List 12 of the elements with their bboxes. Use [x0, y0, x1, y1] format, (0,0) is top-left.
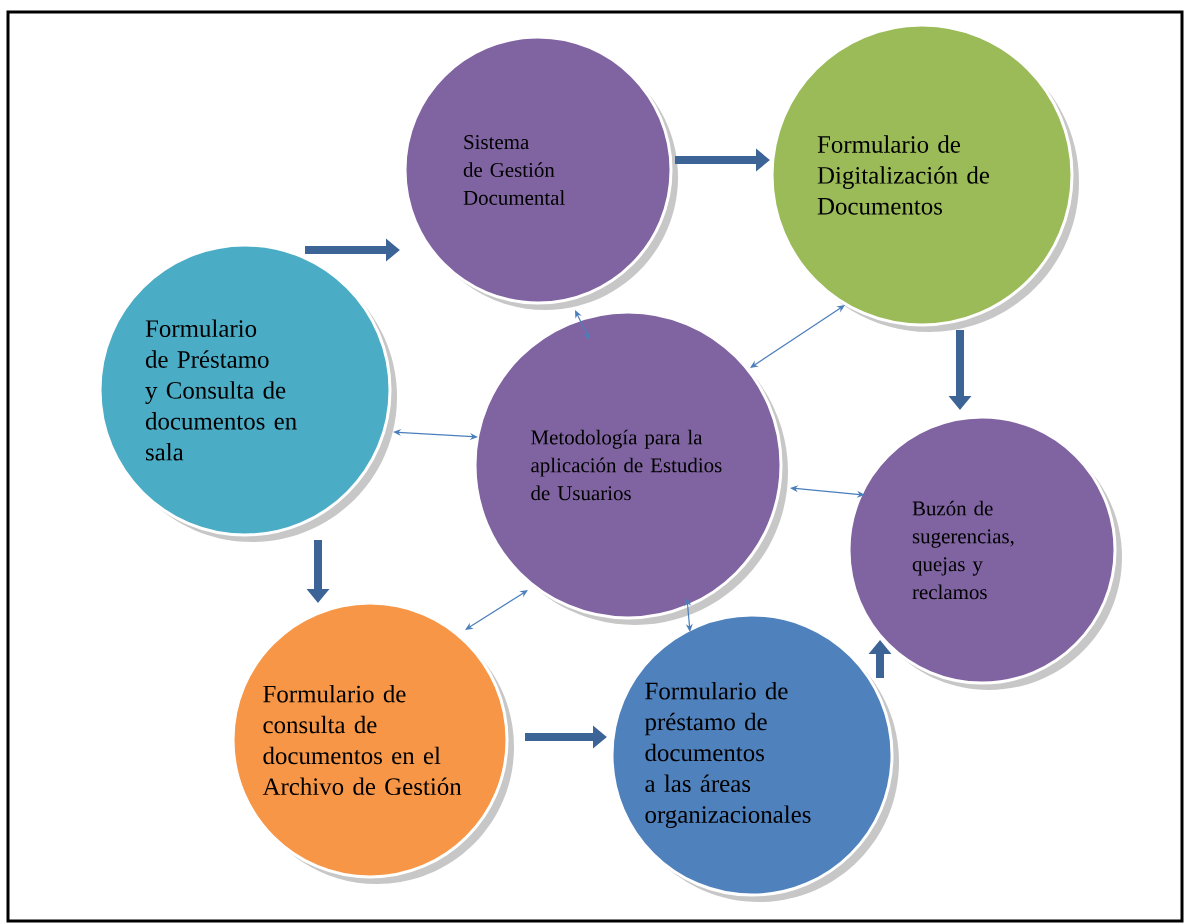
circle-node: Formulario de Préstamo y Consulta de documentos en sala: [98, 243, 397, 542]
circle-node: Formulario de préstamo de documentos a las áreas organizacionales: [610, 613, 899, 902]
circle-node: Formulario de consulta de documentos en el Archivo de Gestión: [231, 601, 514, 884]
arrow: [575, 310, 590, 340]
circle-node: Buzón de sugerencias, quejas y reclamos: [847, 415, 1122, 690]
arrow: [750, 305, 845, 368]
circle-node: Metodología para la aplicación de Estudios de Usuarios: [473, 310, 788, 625]
circle-node: Formulario de Digitalización de Documentos: [770, 23, 1079, 332]
arrow: [790, 485, 865, 498]
arrow: [465, 590, 528, 630]
circle-node: Sistema de Gestión Documental: [403, 35, 678, 310]
arrow: [684, 598, 693, 632]
